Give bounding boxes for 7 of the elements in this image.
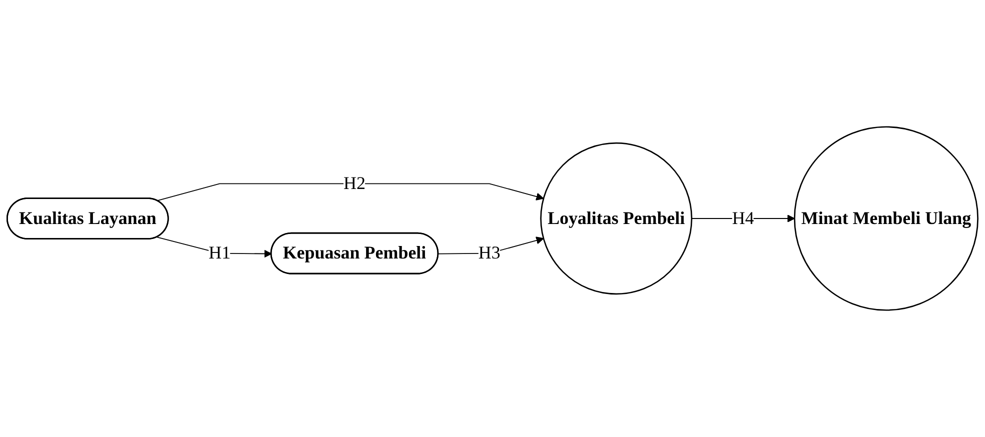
edge-label: H4 xyxy=(732,208,754,228)
edge-label: H1 xyxy=(208,243,231,264)
node-circle: Minat Membeli Ulang xyxy=(794,126,978,311)
arrow xyxy=(156,183,544,202)
edge-label: H3 xyxy=(478,243,500,264)
edge-label: H2 xyxy=(344,174,366,194)
node-circle: Loyalitas Pembeli xyxy=(540,142,692,295)
